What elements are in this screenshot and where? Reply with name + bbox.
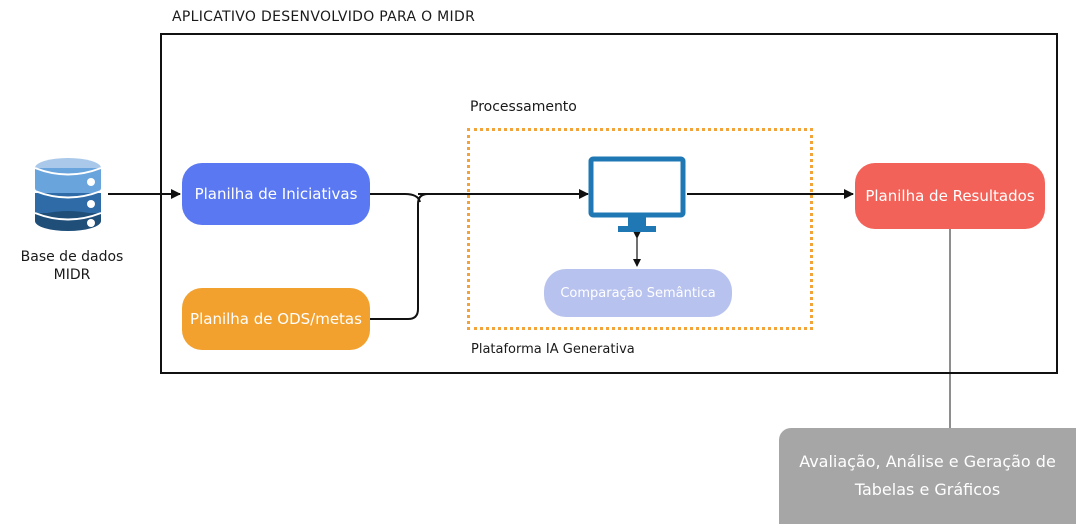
platform-label: Plataforma IA Generativa bbox=[471, 342, 635, 357]
database-label-line2: MIDR bbox=[53, 267, 91, 283]
node-output: Avaliação, Análise e Geração de Tabelas … bbox=[779, 428, 1076, 524]
processing-area bbox=[467, 128, 813, 330]
node-planilha-iniciativas: Planilha de Iniciativas bbox=[182, 163, 370, 225]
database-label-line1: Base de dados bbox=[20, 249, 124, 265]
application-frame bbox=[160, 33, 1058, 374]
node-planilha-resultados: Planilha de Resultados bbox=[855, 163, 1045, 229]
node-comparacao-semantica: Comparação Semântica bbox=[544, 269, 732, 317]
processing-label: Processamento bbox=[470, 99, 577, 115]
monitor-icon bbox=[588, 156, 686, 232]
database-label: Base de dados MIDR bbox=[6, 248, 138, 284]
diagram-title: APLICATIVO DESENVOLVIDO PARA O MIDR bbox=[172, 9, 476, 25]
arrow-ods-to-merge bbox=[370, 193, 429, 320]
node-planilha-ods: Planilha de ODS/metas bbox=[182, 288, 370, 350]
output-line2: Tabelas e Gráficos bbox=[854, 480, 1001, 499]
output-line1: Avaliação, Análise e Geração de bbox=[799, 452, 1056, 471]
database-icon bbox=[34, 158, 102, 231]
